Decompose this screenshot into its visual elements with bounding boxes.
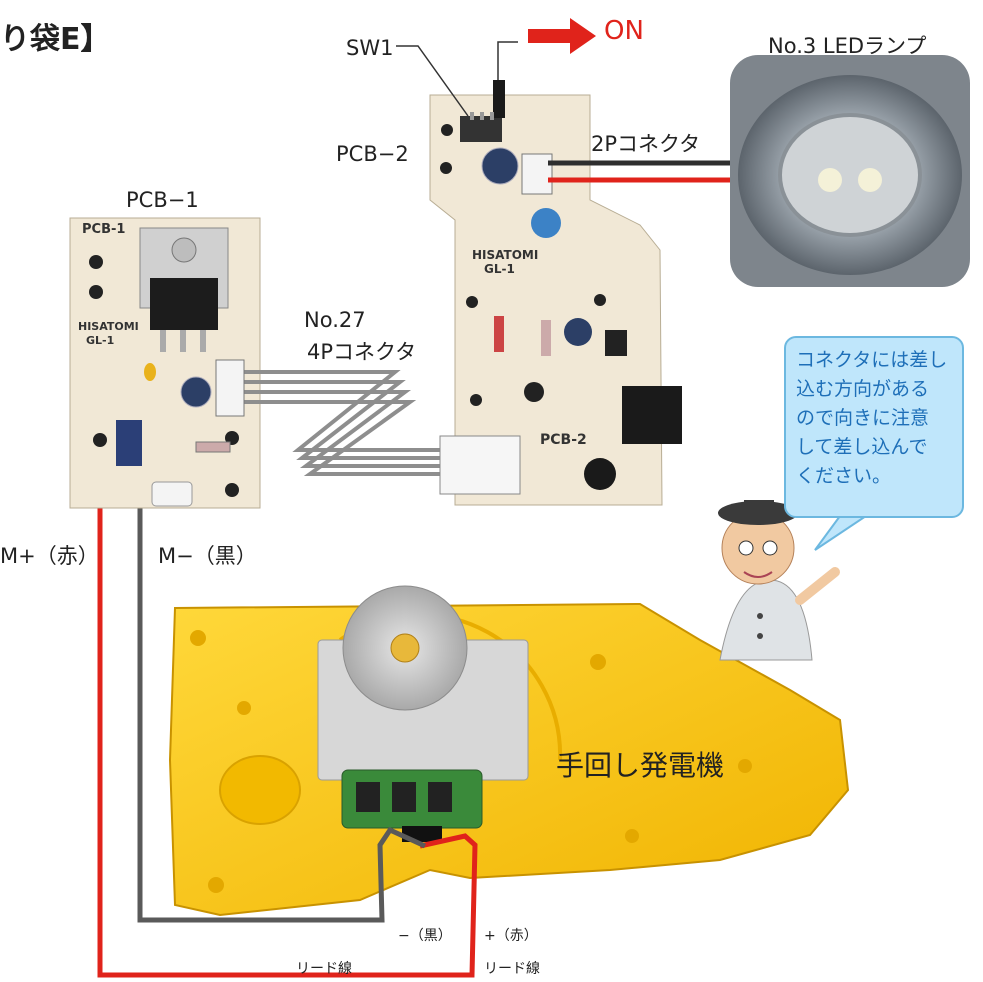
on-arrow-icon xyxy=(528,18,596,54)
led-lamp-label: No.3 LEDランプ xyxy=(768,34,927,58)
pcb2-label: PCB−2 xyxy=(336,142,409,166)
connector-number-label: No.27 xyxy=(304,308,366,332)
black-lead-wire xyxy=(137,500,427,923)
pcb1-label: PCB−1 xyxy=(126,188,199,212)
lead-wire-label-right: リード線 xyxy=(484,961,540,977)
pcb1-silk-label: PCB-1 xyxy=(82,222,126,237)
pcb1-silk-brand: HISATOMI xyxy=(78,320,139,333)
minus-black-label: −（黒） xyxy=(398,928,452,944)
bubble-pointer xyxy=(814,515,870,551)
red-lead-wire xyxy=(97,500,478,978)
pcb2-silk-model: GL-1 xyxy=(484,262,515,276)
bubble-line: ので向きに注意 xyxy=(796,407,930,429)
pcb1-silk-model: GL-1 xyxy=(86,334,115,347)
connector-4p-label: 4Pコネクタ xyxy=(307,340,417,364)
on-label: ON xyxy=(604,16,644,46)
pcb2-board xyxy=(429,80,682,506)
led-lamp xyxy=(730,55,970,287)
4p-connector-pcb2 xyxy=(439,435,521,495)
m-plus-label: M+（赤） xyxy=(0,544,99,568)
pcb2-silk-brand: HISATOMI xyxy=(472,248,539,262)
m-minus-label: M−（黒） xyxy=(158,544,257,568)
bubble-line: して差し込んで xyxy=(796,436,928,458)
speech-bubble: コネクタには差し 込む方向がある ので向きに注意 して差し込んで ください。 xyxy=(784,336,964,518)
4p-connector-pcb1 xyxy=(215,359,245,417)
page-title: り袋E】 xyxy=(0,22,111,57)
switch-guide-line xyxy=(497,41,518,80)
plus-red-label: +（赤） xyxy=(484,928,538,944)
4p-ribbon-cable xyxy=(226,370,452,476)
generator-motor xyxy=(317,585,529,842)
generator-label: 手回し発電機 xyxy=(556,749,725,782)
bubble-line: コネクタには差し xyxy=(796,349,948,371)
bubble-line: 込む方向がある xyxy=(796,378,930,400)
connector-2p-label: 2Pコネクタ xyxy=(591,132,701,156)
bubble-line: ください。 xyxy=(796,465,892,487)
lead-wire-label-left: リード線 xyxy=(296,961,352,977)
sw1-label: SW1 xyxy=(346,36,394,60)
sw1-leader-line xyxy=(396,45,469,117)
pcb2-silk-label: PCB-2 xyxy=(540,432,587,448)
scientist-character-icon xyxy=(718,500,840,661)
